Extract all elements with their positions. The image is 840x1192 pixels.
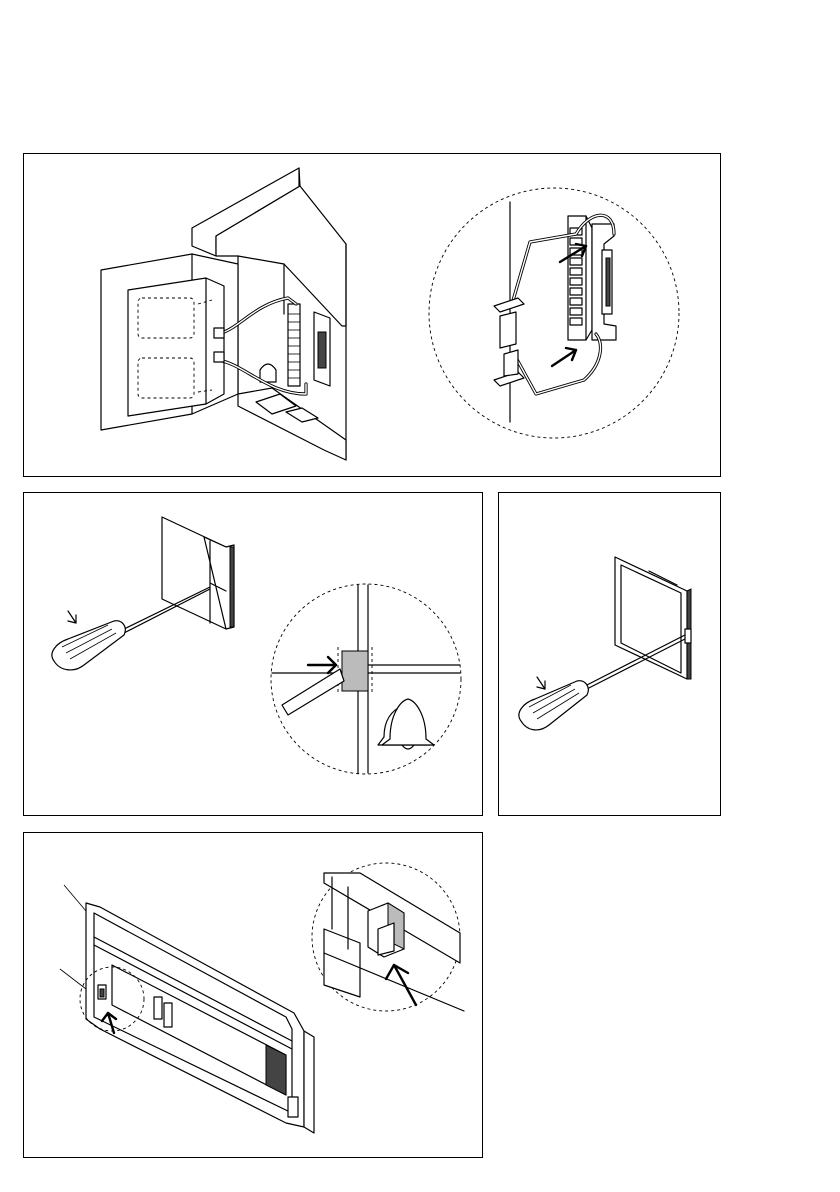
- wiring-illustration: [24, 154, 720, 476]
- housing-frame: [60, 885, 314, 1133]
- switch-unit: [162, 517, 234, 629]
- arrow-icon: [552, 348, 576, 366]
- arrow-icon: [308, 657, 336, 673]
- arrow-icon: [68, 611, 76, 623]
- arrow-icon: [537, 677, 545, 689]
- figure-panel-frame-removal: [498, 492, 721, 816]
- frame-unit: [615, 557, 691, 679]
- figure-panel-housing-latch: [23, 832, 483, 1158]
- latch-detail: [324, 873, 464, 1011]
- magnifier-detail-icon: [429, 188, 679, 438]
- open-front-panel: [101, 254, 238, 430]
- latch: [98, 985, 106, 999]
- housing-latch-illustration: [24, 833, 482, 1157]
- bell-icon: [382, 699, 434, 749]
- frame-removal-illustration: [499, 493, 720, 815]
- wiring-detail: [494, 202, 616, 422]
- figure-panel-wiring: [23, 153, 721, 477]
- figure-panel-front-cover-removal: [23, 492, 483, 816]
- front-cover-removal-illustration: [24, 493, 482, 815]
